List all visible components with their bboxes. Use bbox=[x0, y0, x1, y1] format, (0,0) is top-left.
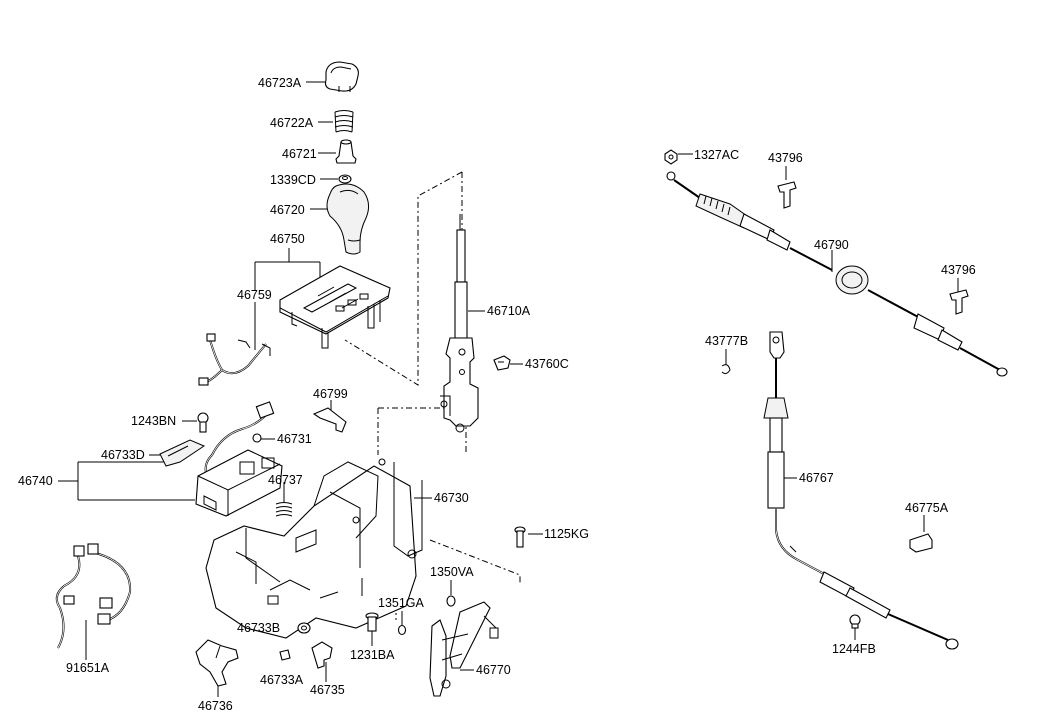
label-46731: 46731 bbox=[277, 432, 312, 446]
bolt-1243BN bbox=[197, 412, 209, 433]
label-46750: 46750 bbox=[270, 232, 305, 246]
label-46775A: 46775A bbox=[905, 501, 949, 515]
label-1350VA: 1350VA bbox=[430, 565, 474, 579]
label-43796-right: 43796 bbox=[941, 263, 976, 277]
label-46759: 46759 bbox=[237, 288, 272, 302]
label-43777B: 43777B bbox=[705, 334, 748, 348]
knob-spring bbox=[334, 110, 354, 133]
connector-46731 bbox=[204, 401, 275, 474]
shift-cable bbox=[664, 149, 1008, 377]
label-46736: 46736 bbox=[198, 699, 233, 713]
washer-1350VA bbox=[446, 595, 456, 607]
label-46720: 46720 bbox=[270, 203, 305, 217]
lever-clip bbox=[493, 355, 511, 371]
label-1244FB: 1244FB bbox=[832, 642, 876, 656]
leader-lines bbox=[58, 81, 959, 697]
label-46730: 46730 bbox=[434, 491, 469, 505]
clip-43796-right bbox=[949, 289, 969, 315]
label-1351GA: 1351GA bbox=[378, 596, 425, 610]
bracket-46799 bbox=[312, 407, 347, 433]
clip-43796-top bbox=[777, 181, 797, 209]
harness-91651A bbox=[55, 543, 132, 649]
bushing-46733A bbox=[279, 649, 291, 661]
clip-43777B bbox=[721, 364, 731, 375]
spring-46737 bbox=[275, 502, 293, 517]
label-43760C: 43760C bbox=[525, 357, 569, 371]
washer-1351GA bbox=[397, 624, 407, 636]
label-43796-top: 43796 bbox=[768, 151, 803, 165]
bolt-1125KG bbox=[514, 526, 526, 548]
bushing-46733B bbox=[297, 622, 311, 634]
knob-nut bbox=[338, 174, 352, 184]
label-46721: 46721 bbox=[282, 147, 317, 161]
part-labels: 46723A 46722A 46721 1339CD 46720 46750 4… bbox=[18, 76, 976, 713]
knob-plunger bbox=[335, 139, 357, 164]
select-cable bbox=[763, 331, 959, 650]
label-46733B: 46733B bbox=[237, 621, 280, 635]
label-46737: 46737 bbox=[268, 473, 303, 487]
bracket-46775A bbox=[909, 533, 933, 553]
label-46733A: 46733A bbox=[260, 673, 304, 687]
shift-knob-button bbox=[324, 61, 359, 92]
indicator-plate bbox=[279, 265, 391, 349]
bracket-46736 bbox=[195, 639, 239, 687]
pin-46735 bbox=[311, 641, 333, 669]
label-46722A: 46722A bbox=[270, 116, 314, 130]
label-46710A: 46710A bbox=[487, 304, 531, 318]
label-46799: 46799 bbox=[313, 387, 348, 401]
shift-knob bbox=[326, 183, 370, 255]
label-1339CD: 1339CD bbox=[270, 173, 316, 187]
detent-lever-46770 bbox=[429, 601, 499, 697]
label-46770: 46770 bbox=[476, 663, 511, 677]
label-46767: 46767 bbox=[799, 471, 834, 485]
bolt-1244FB bbox=[849, 614, 861, 629]
label-1243BN: 1243BN bbox=[131, 414, 176, 428]
label-1231BA: 1231BA bbox=[350, 648, 395, 662]
label-46790: 46790 bbox=[814, 238, 849, 252]
label-46735: 46735 bbox=[310, 683, 345, 697]
label-46733D: 46733D bbox=[101, 448, 145, 462]
shift-lever bbox=[440, 214, 479, 433]
solenoid-unit bbox=[195, 449, 283, 517]
label-1327AC: 1327AC bbox=[694, 148, 739, 162]
label-46740: 46740 bbox=[18, 474, 53, 488]
cover-46733D bbox=[159, 439, 206, 467]
label-1125KG: 1125KG bbox=[544, 527, 589, 541]
pin-1231BA bbox=[365, 612, 379, 632]
label-91651A: 91651A bbox=[66, 661, 110, 675]
label-46723A: 46723A bbox=[258, 76, 302, 90]
indicator-harness bbox=[198, 333, 271, 386]
shifter-housing bbox=[205, 458, 423, 639]
